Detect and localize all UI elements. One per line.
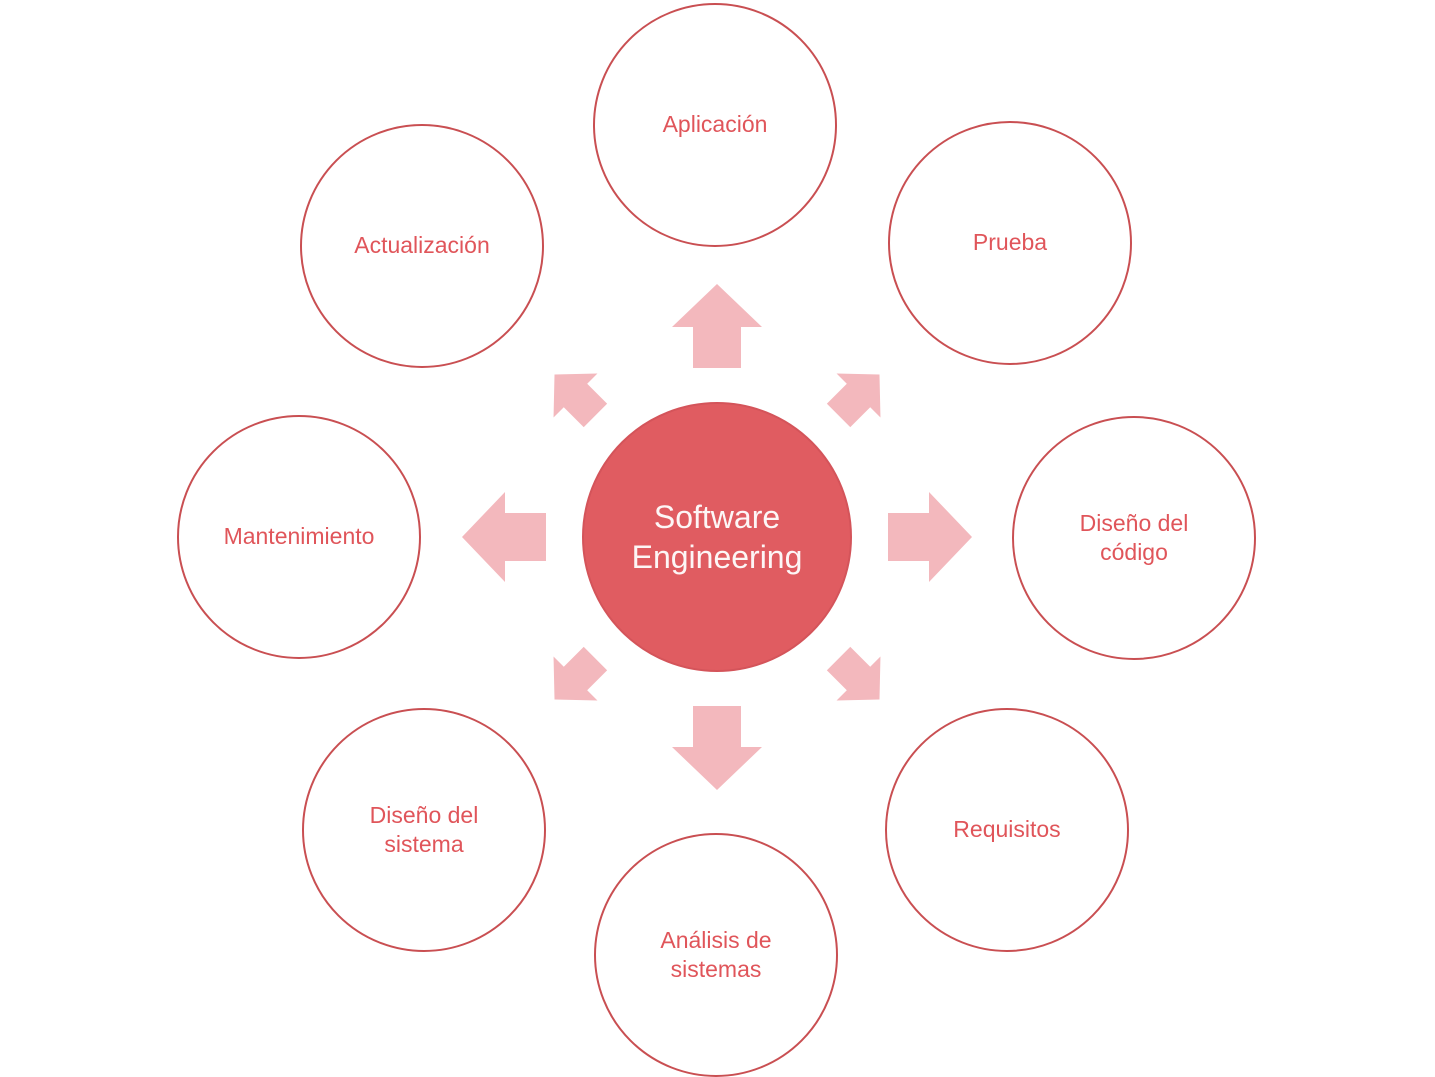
node-label-prueba: Prueba bbox=[972, 229, 1048, 256]
down-arrow-icon bbox=[672, 706, 762, 790]
up-arrow-icon bbox=[672, 284, 762, 368]
node-mantenimiento: Mantenimiento bbox=[177, 415, 421, 659]
up-right-arrow-icon bbox=[817, 353, 902, 438]
node-label-mantenimiento: Mantenimiento bbox=[223, 523, 375, 550]
node-actualizacion: Actualización bbox=[300, 124, 544, 368]
left-arrow-icon bbox=[462, 492, 546, 582]
node-analisis-de-sistemas: Análisis de sistemas bbox=[594, 833, 838, 1077]
up-left-arrow-icon bbox=[533, 353, 618, 438]
node-label-actualizacion: Actualización bbox=[354, 232, 490, 259]
node-prueba: Prueba bbox=[888, 121, 1132, 365]
node-label-diseno-del-sistema: Diseño del sistema bbox=[369, 801, 479, 857]
node-label-requisitos: Requisitos bbox=[953, 816, 1061, 843]
node-diseno-del-codigo: Diseño del código bbox=[1012, 416, 1256, 660]
node-aplicacion: Aplicación bbox=[593, 3, 837, 247]
node-label-aplicacion: Aplicación bbox=[662, 111, 768, 138]
down-right-arrow-icon bbox=[817, 637, 902, 722]
down-left-arrow-icon bbox=[533, 637, 618, 722]
center-node: Software Engineering bbox=[582, 402, 852, 672]
node-diseno-del-sistema: Diseño del sistema bbox=[302, 708, 546, 952]
right-arrow-icon bbox=[888, 492, 972, 582]
node-label-analisis-de-sistemas: Análisis de sistemas bbox=[660, 926, 772, 982]
center-node-label: Software Engineering bbox=[631, 499, 803, 575]
node-requisitos: Requisitos bbox=[885, 708, 1129, 952]
node-label-diseno-del-codigo: Diseño del código bbox=[1079, 509, 1189, 565]
